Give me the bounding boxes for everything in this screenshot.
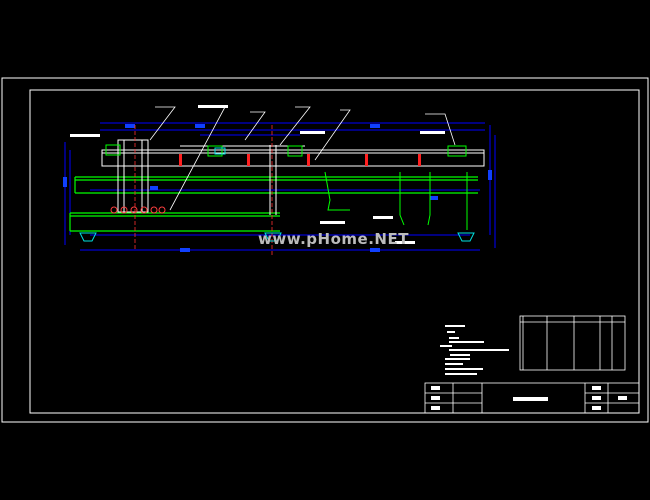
wheel-units	[110, 206, 166, 214]
trolleys	[105, 144, 468, 230]
title-block	[424, 382, 640, 414]
inner-frame	[29, 89, 640, 414]
dimension-labels	[63, 124, 492, 252]
leader-lines	[149, 106, 456, 211]
annotation-text-blocks	[70, 105, 445, 244]
supports	[79, 147, 475, 242]
rails	[69, 176, 478, 232]
parts-list-table	[519, 315, 626, 371]
title-block-text	[431, 386, 627, 410]
watermark: www.pHome.NET	[258, 230, 409, 248]
technical-notes	[440, 325, 509, 375]
outer-frame	[1, 77, 649, 423]
main-girder	[101, 139, 485, 215]
columns	[179, 154, 421, 166]
